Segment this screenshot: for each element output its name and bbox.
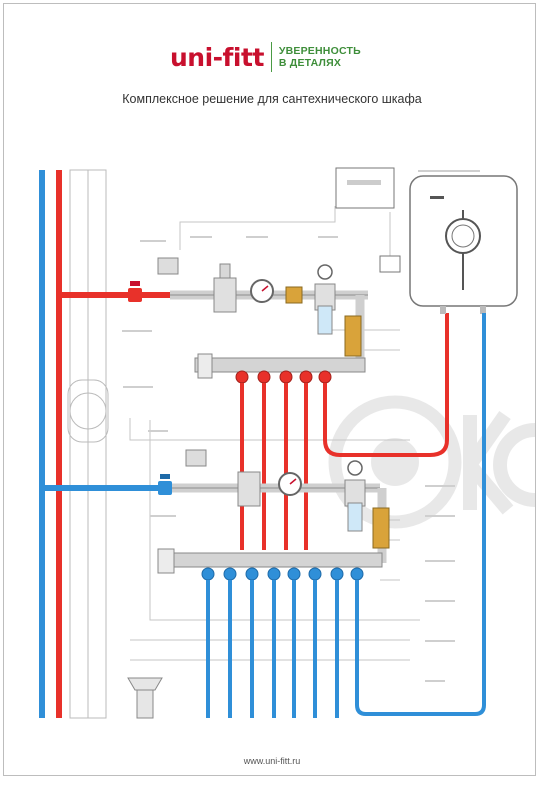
leak-controller [335,167,401,273]
cold-outlets [206,313,486,718]
tagline-line-2: В ДЕТАЛЯХ [278,57,342,69]
tagline-line-1: УВЕРЕННОСТЬ [278,45,361,57]
guide-lines [129,206,420,661]
footer-url: www.uni-fitt.ru [243,756,301,766]
water-heater [409,175,518,314]
riser-pipes [39,170,62,718]
logo-divider [270,42,272,72]
watermark [328,395,536,529]
callouts [122,170,480,682]
hot-outlets [240,313,449,550]
page-title: Комплексное решение для сантехнического … [122,92,422,106]
hot-water-branch [59,257,368,370]
hot-manifold [194,353,366,384]
brand-logo: uni-fitt УВЕРЕННОСТЬ В ДЕТАЛЯХ [170,37,361,77]
logo-tagline: УВЕРЕННОСТЬ В ДЕТАЛЯХ [279,45,361,69]
cold-water-branch [42,449,390,563]
riser-shaft [67,169,109,719]
logo-wordmark: uni-fitt [170,42,264,72]
drain-funnel [127,677,163,719]
cold-manifold [157,548,383,581]
